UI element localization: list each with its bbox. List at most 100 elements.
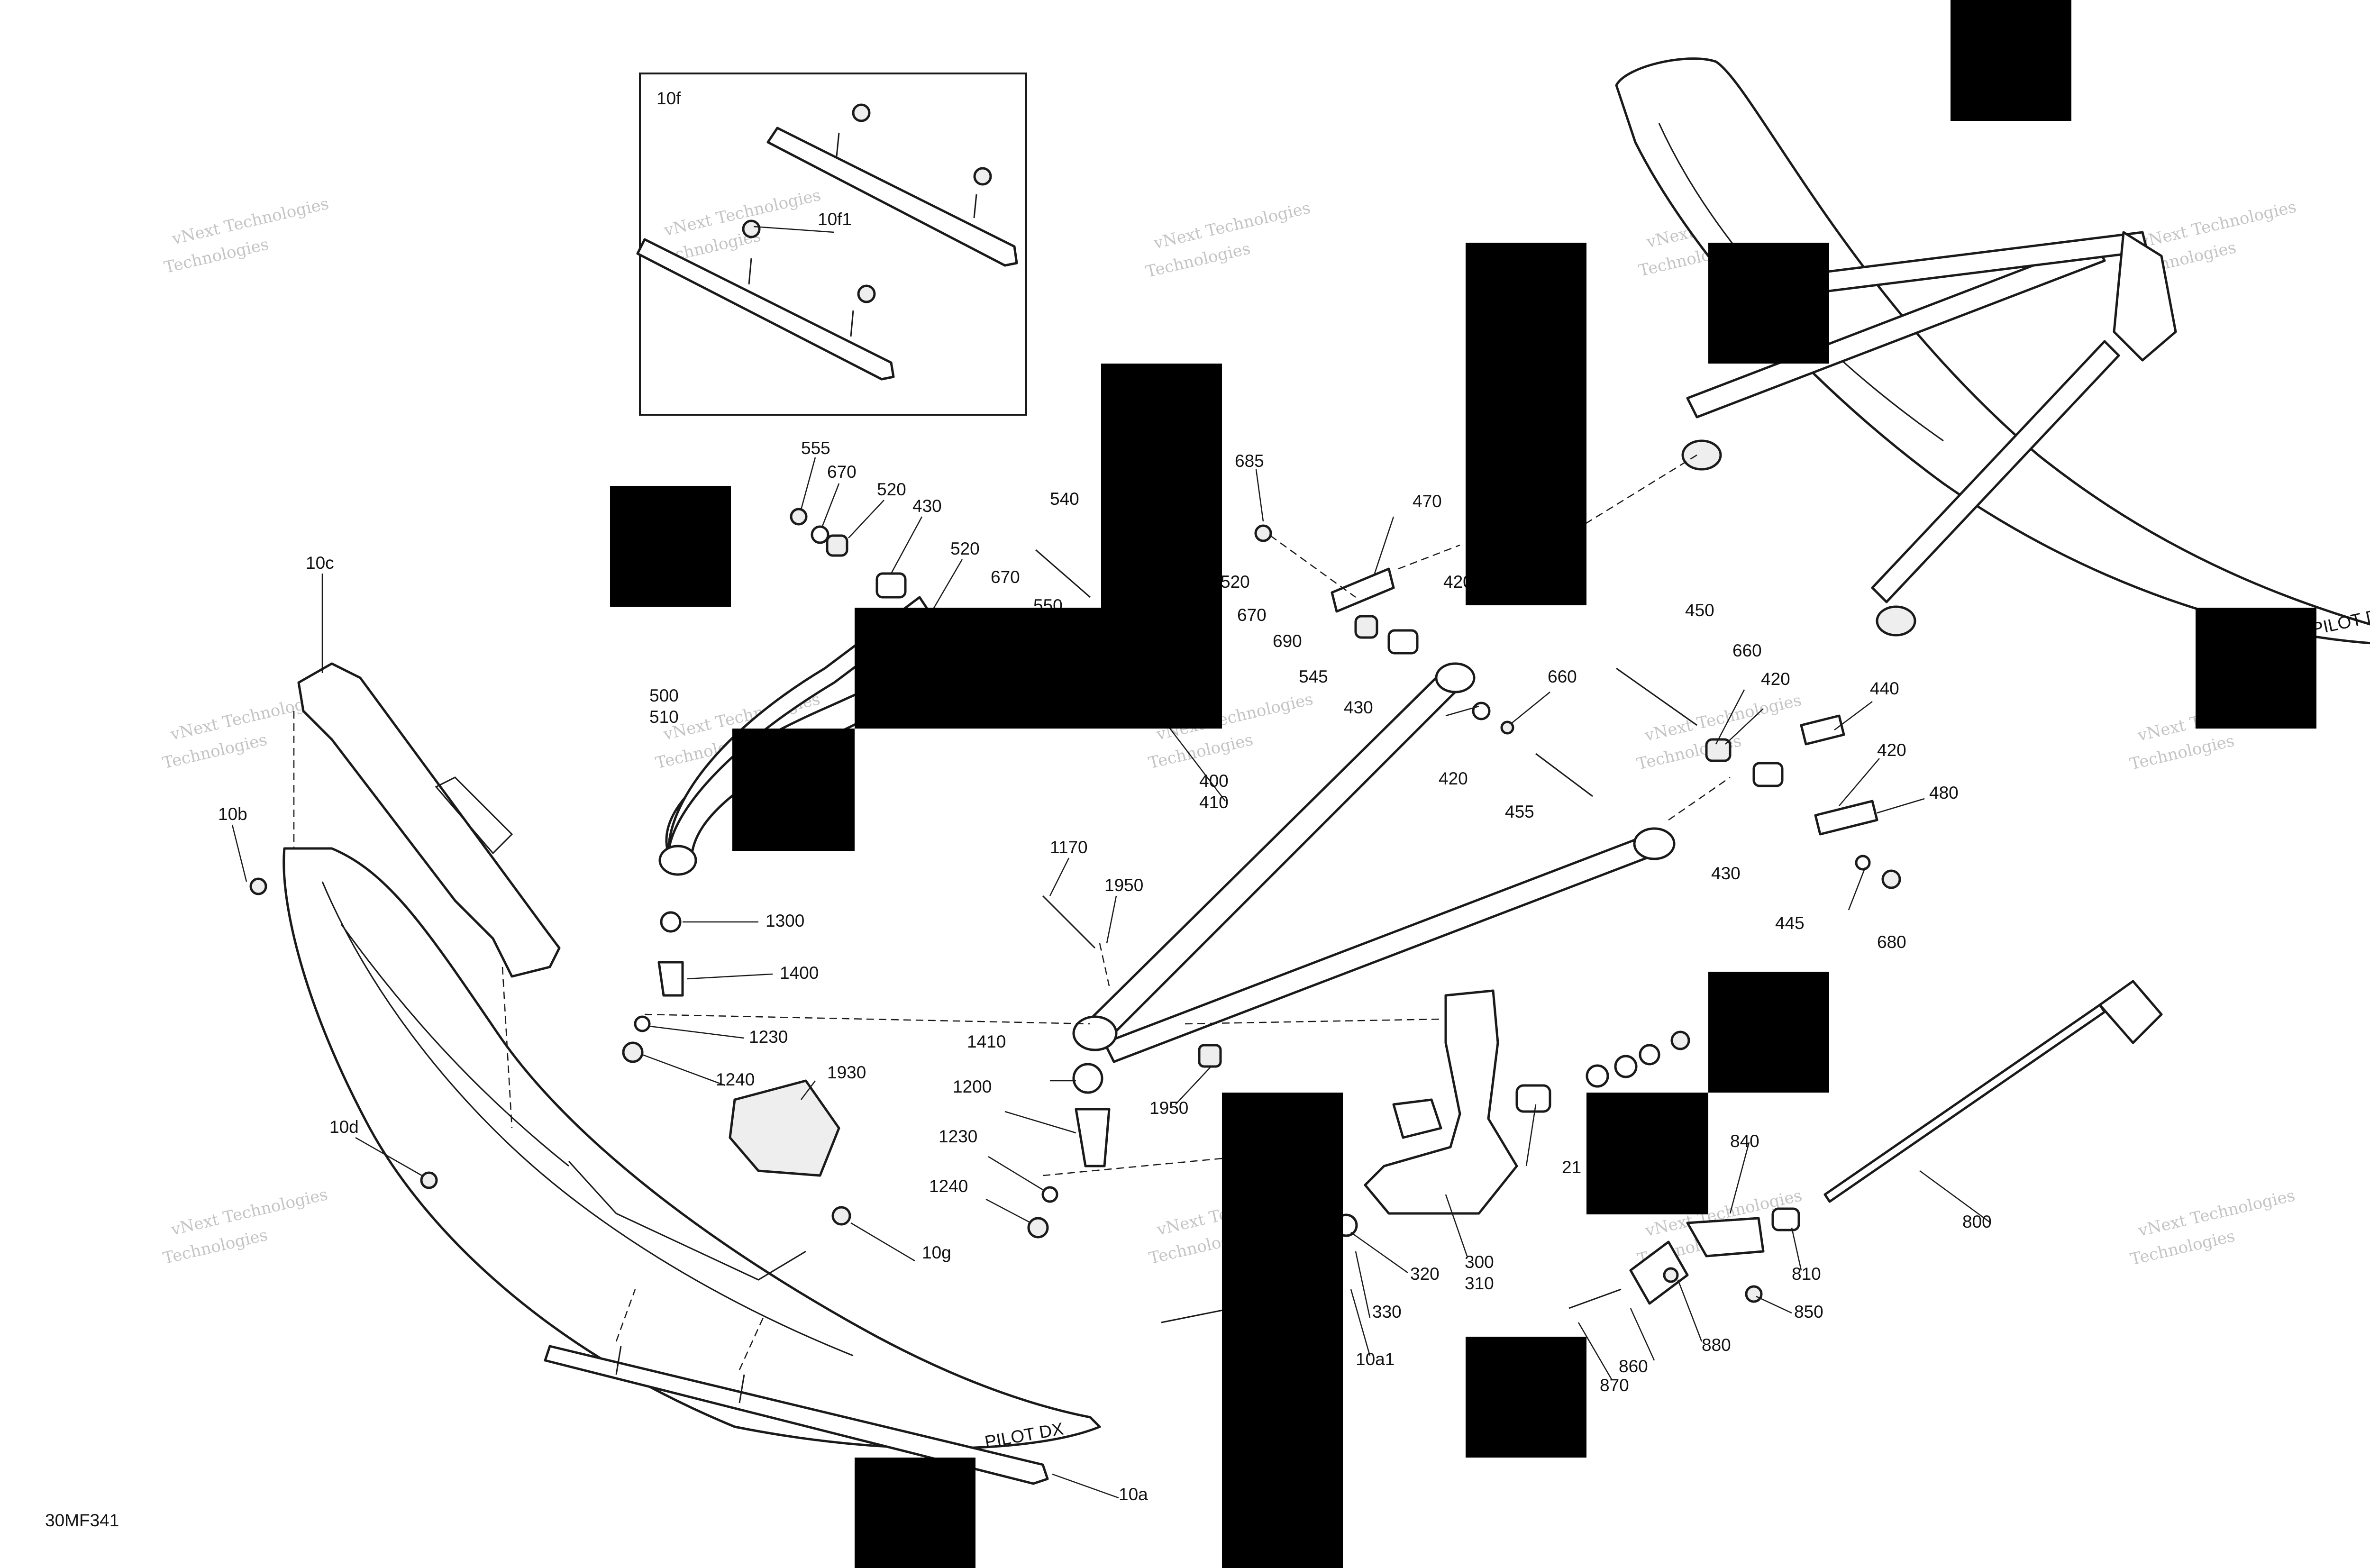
leader <box>1839 758 1880 806</box>
callout-label: 660 <box>1548 667 1577 686</box>
guide-line <box>1573 454 1697 532</box>
ski-rib <box>321 881 854 1357</box>
spindle <box>1364 989 1518 1215</box>
leader <box>1052 1473 1119 1499</box>
callout-label: 520 <box>877 480 906 499</box>
leader <box>1106 895 1117 944</box>
leader <box>1877 798 1925 814</box>
washer <box>634 1015 651 1032</box>
guide-line <box>1099 943 1110 986</box>
guide-line <box>1185 1018 1441 1025</box>
bushing <box>1771 1207 1800 1231</box>
leader <box>1374 516 1395 574</box>
callout-label: 860 <box>1619 1357 1648 1376</box>
redaction-block <box>1466 1337 1586 1458</box>
callout-label: 480 <box>1929 783 1959 802</box>
callout-label: 420 <box>1439 769 1468 788</box>
washer <box>1472 702 1491 720</box>
callout-label: 840 <box>1730 1131 1759 1151</box>
assembled-ski <box>1615 57 2370 645</box>
redaction-block <box>1708 243 1829 364</box>
callout-label: 850 <box>1794 1302 1823 1322</box>
washer <box>1586 1064 1609 1088</box>
ball-joint-stud <box>657 961 684 997</box>
callout-label: 520 <box>1221 572 1250 592</box>
callout-label: 670 <box>827 462 857 482</box>
runner-guide <box>615 1289 764 1370</box>
callout-label: 1200 <box>953 1077 992 1096</box>
runner-studs <box>615 1346 745 1404</box>
link-440 <box>1800 714 1845 746</box>
guide-line <box>1042 1156 1242 1176</box>
bushing <box>826 534 848 557</box>
bushing <box>1354 615 1378 639</box>
ski-runner <box>544 1345 1049 1485</box>
leader <box>1004 1111 1076 1134</box>
nut <box>831 1206 851 1226</box>
washer <box>1614 1055 1638 1078</box>
callout-label: 10g <box>922 1243 951 1262</box>
callout-label: 1950 <box>1149 1098 1188 1118</box>
callout-label: 450 <box>1685 601 1714 620</box>
callout-label: 1170 <box>1050 838 1088 857</box>
ski-handle <box>297 662 561 978</box>
callout-label: 680 <box>1877 932 1906 952</box>
ball-joint-socket <box>1072 1015 1118 1051</box>
callout-label: 330 <box>1372 1302 1402 1322</box>
nut <box>790 508 808 526</box>
callout-label: 810 <box>1792 1264 1821 1284</box>
guide-line <box>1398 544 1460 570</box>
callout-label: 660 <box>1732 641 1762 660</box>
redaction-block <box>1466 243 1586 605</box>
leader <box>1791 1227 1802 1271</box>
nut <box>622 1041 644 1063</box>
redaction-block <box>855 608 1222 729</box>
callout-label: 1400 <box>780 963 819 983</box>
leader <box>821 483 840 527</box>
callout-label: 445 <box>1775 913 1805 933</box>
pivot-bushing-rear <box>1633 827 1676 860</box>
callout-label: 10a1 <box>1356 1349 1395 1369</box>
handle-grip-window <box>435 776 513 855</box>
nut <box>1198 1044 1222 1068</box>
bushing <box>1515 1084 1551 1113</box>
callout-label: 510 <box>649 707 679 727</box>
bushing <box>875 572 907 599</box>
callout-label: 320 <box>1410 1264 1440 1284</box>
washer <box>1041 1186 1058 1203</box>
figure-code: 30MF341 <box>45 1511 119 1530</box>
redaction-block <box>1586 1093 1708 1214</box>
callout-label: 10c <box>306 553 334 573</box>
steering-arm <box>1629 1240 1689 1305</box>
inset-frame <box>639 73 1027 416</box>
leader <box>848 500 884 538</box>
leader <box>1445 705 1479 717</box>
callout-label: 540 <box>1050 489 1079 509</box>
nut <box>1663 1267 1679 1283</box>
leader <box>1715 689 1745 745</box>
callout-label: 500 <box>649 686 679 705</box>
redaction-block <box>1951 0 2071 121</box>
assembled-spindle <box>2113 231 2177 362</box>
left-ski-assembly: PILOT DX <box>249 662 1101 1485</box>
guide-line <box>1270 535 1356 598</box>
spindle-boss <box>1392 1098 1442 1139</box>
callout-label: 430 <box>1344 698 1373 717</box>
callout-label: 455 <box>1505 802 1534 821</box>
washer <box>1639 1044 1660 1066</box>
callout-label: 555 <box>801 438 830 458</box>
leader <box>687 973 773 980</box>
callout-label: 430 <box>1711 864 1741 883</box>
leader <box>890 516 923 574</box>
bolt-450 <box>1616 667 1697 726</box>
washer <box>1855 855 1871 871</box>
leader <box>1525 1104 1537 1167</box>
leader <box>1919 1170 1991 1224</box>
runner-studs <box>748 258 854 337</box>
callout-label: 1950 <box>1104 875 1143 895</box>
inset-label: 10f <box>656 89 681 108</box>
nut <box>852 103 871 122</box>
nut <box>1027 1217 1049 1239</box>
bolt-870 <box>1568 1288 1622 1309</box>
